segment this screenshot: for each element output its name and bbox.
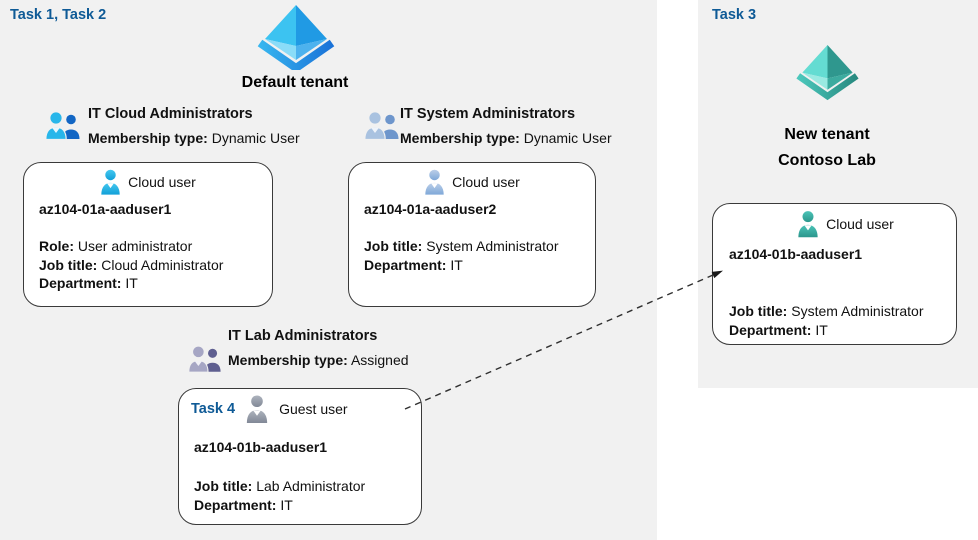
person-teal-icon [797, 209, 819, 238]
new-tenant-line2: Contoso Lab [778, 152, 876, 169]
field-job-title: Job title: System Administrator [364, 238, 559, 254]
field-department: Department: IT [194, 496, 293, 513]
person-steel-icon [424, 168, 445, 195]
group-title: IT System Administrators [400, 106, 576, 122]
default-tenant-panel: Task 1, Task 2 Default tenant [0, 0, 657, 540]
new-tenant-line1: New tenant [784, 126, 870, 143]
person-cyan-icon [100, 168, 121, 195]
new-tenant-title: New tenant Contoso Lab [702, 122, 952, 174]
default-tenant-title: Default tenant [241, 74, 349, 91]
user-fields: Job title: Lab Administrator Department:… [194, 477, 365, 514]
task-4-label: Task 4 [191, 400, 236, 417]
group-membership: Membership type: Dynamic User [88, 130, 300, 146]
field-department: Department: IT [729, 321, 828, 338]
group-lab-admins: IT Lab Administrators Membership type: A… [228, 324, 409, 372]
user-fields: Role: User administrator Job title: Clou… [39, 237, 223, 293]
group-people-steel-icon [364, 110, 400, 140]
field-role: Role: User administrator [39, 238, 193, 254]
user-name: az104-01b-aaduser1 [729, 246, 863, 262]
group-people-blue-icon [45, 110, 81, 140]
person-gray-icon [245, 394, 269, 423]
group-membership: Membership type: Dynamic User [400, 130, 612, 146]
group-people-purple-icon [188, 344, 222, 373]
task-3-label: Task 3 [712, 7, 757, 23]
guest-user-card: Task 4 Guest user az104-01b-aaduser1 [178, 388, 422, 525]
azure-ad-pyramid-blue-icon [256, 4, 336, 70]
field-job-title: Job title: System Administrator [729, 303, 924, 319]
user-name: az104-01a-aaduser1 [39, 201, 172, 217]
card-head: Cloud user [735, 209, 956, 238]
user-card-aaduser1: Cloud user az104-01a-aaduser1 Role: User… [23, 162, 273, 307]
card-head: Cloud user [349, 168, 595, 195]
group-membership: Membership type: Assigned [228, 352, 409, 368]
user-type-label: Cloud user [128, 173, 196, 190]
group-title: IT Lab Administrators [228, 328, 378, 344]
group-cloud-admins: IT Cloud Administrators Membership type:… [88, 102, 300, 150]
user-type-label: Guest user [279, 400, 348, 417]
user-type-label: Cloud user [452, 173, 520, 190]
user-name: az104-01a-aaduser2 [364, 201, 497, 217]
field-department: Department: IT [39, 275, 138, 292]
card-head: Task 4 Guest user [191, 394, 421, 423]
user-name: az104-01b-aaduser1 [194, 439, 328, 455]
new-tenant-user-card: Cloud user az104-01b-aaduser1 Job title:… [712, 203, 957, 345]
user-fields: Job title: System Administrator Departme… [364, 237, 559, 274]
group-system-admins: IT System Administrators Membership type… [400, 102, 612, 150]
task-1-2-label: Task 1, Task 2 [10, 7, 107, 23]
card-head: Cloud user [24, 168, 272, 195]
field-department: Department: IT [364, 256, 463, 273]
user-type-label: Cloud user [826, 215, 894, 232]
user-fields: Job title: System Administrator Departme… [729, 302, 924, 339]
azure-ad-pyramid-teal-icon [795, 39, 860, 103]
field-job-title: Job title: Lab Administrator [194, 478, 366, 494]
group-title: IT Cloud Administrators [88, 106, 253, 122]
field-job-title: Job title: Cloud Administrator [39, 256, 224, 273]
user-card-aaduser2: Cloud user az104-01a-aaduser2 Job title:… [348, 162, 596, 307]
new-tenant-panel: Task 3 New tenant Contoso Lab [698, 0, 978, 388]
